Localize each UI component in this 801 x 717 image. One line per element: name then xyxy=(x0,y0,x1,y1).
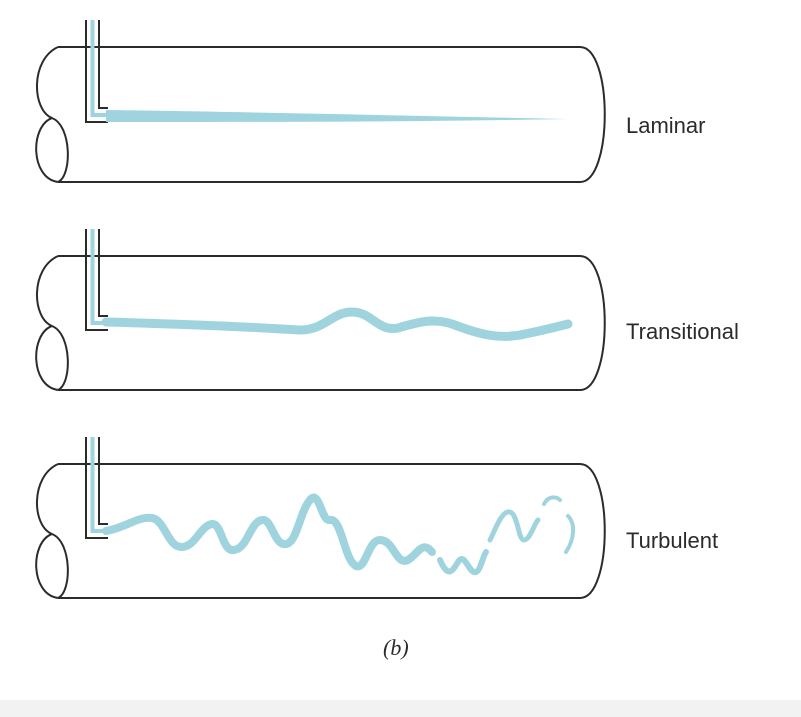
pipe-turbulent: Turbulent xyxy=(35,437,718,599)
pipe-outline xyxy=(35,463,606,599)
pipe-label: Laminar xyxy=(626,113,705,138)
pipe-transitional: Transitional xyxy=(35,229,739,391)
pipe-outline xyxy=(35,46,606,183)
figure-caption: (b) xyxy=(383,635,409,660)
dye-injector xyxy=(85,20,108,123)
dye-injector xyxy=(85,229,108,331)
dye-injector xyxy=(85,437,108,539)
pipe-label: Turbulent xyxy=(626,528,718,553)
dye-streak xyxy=(106,110,568,122)
dye-streak xyxy=(101,307,573,341)
pipe-label: Transitional xyxy=(626,319,739,344)
bottom-band xyxy=(0,700,801,717)
dye-streak xyxy=(102,493,436,571)
pipe-laminar: Laminar xyxy=(35,20,705,183)
pipe-outline xyxy=(35,255,606,391)
